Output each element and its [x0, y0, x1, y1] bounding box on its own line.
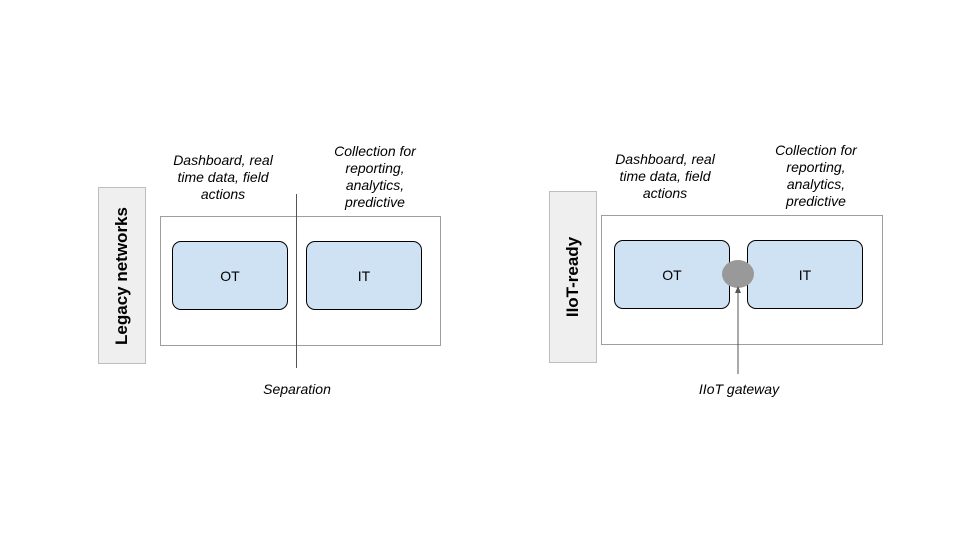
left-ot-caption: Dashboard, real time data, field actions [173, 152, 273, 202]
iiot-gateway-node [722, 260, 754, 288]
right-it-box: IT [747, 240, 863, 309]
left-it-label: IT [357, 267, 371, 284]
iiot-ready-label: IIoT-ready [549, 191, 597, 363]
iiot-ready-text: IIoT-ready [563, 236, 582, 318]
left-it-box: IT [306, 241, 422, 310]
left-network-frame [160, 216, 441, 346]
separation-line [296, 194, 297, 368]
legacy-networks-text: Legacy networks [112, 206, 131, 345]
left-ot-box: OT [172, 241, 288, 310]
right-network-frame [601, 215, 883, 345]
legacy-networks-label: Legacy networks [98, 187, 146, 364]
right-ot-label: OT [662, 266, 682, 283]
left-ot-label: OT [220, 267, 240, 284]
separation-caption: Separation [263, 381, 331, 397]
right-it-caption: Collection for reporting, analytics, pre… [775, 142, 857, 209]
gateway-arrow [735, 286, 741, 374]
left-it-caption: Collection for reporting, analytics, pre… [334, 143, 416, 210]
right-it-label: IT [798, 266, 812, 283]
right-ot-caption: Dashboard, real time data, field actions [615, 151, 715, 201]
right-ot-box: OT [614, 240, 730, 309]
iiot-gateway-caption: IIoT gateway [698, 381, 780, 397]
